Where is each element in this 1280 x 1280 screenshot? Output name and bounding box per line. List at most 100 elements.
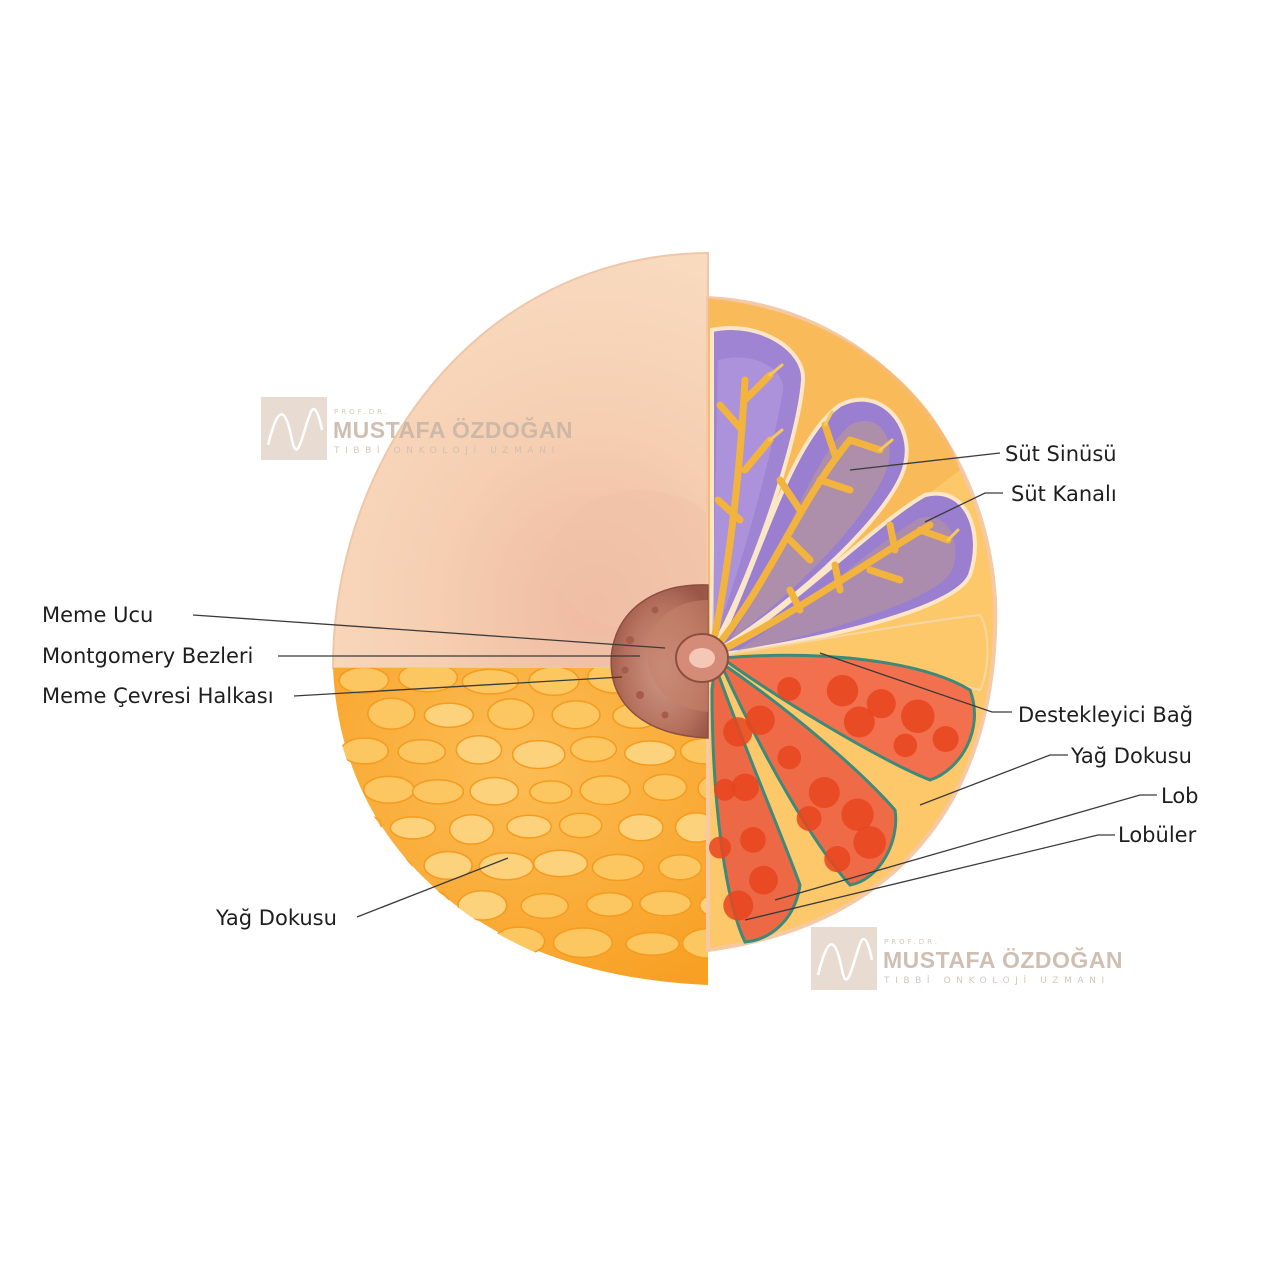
areola (610, 584, 709, 739)
lobule-cluster (777, 676, 802, 701)
lobule-cluster (740, 827, 766, 853)
lobule-cluster (808, 777, 840, 809)
fat-lobule-blob (361, 854, 413, 883)
fat-lobule-blob (617, 813, 664, 842)
lobule-cluster (713, 778, 736, 801)
lobule-cluster (826, 674, 859, 707)
fat-lobule-blob (551, 700, 601, 730)
fat-lobule-blob (363, 928, 416, 955)
fat-lobule-blob (448, 813, 495, 845)
fat-lobule-blob (639, 890, 692, 917)
fat-lobule-blob (397, 738, 447, 765)
lobule-cluster (796, 806, 822, 831)
lobule-cluster (893, 733, 918, 758)
fat-lobule-blob (520, 892, 569, 920)
leader-lobules (744, 834, 1115, 921)
fat-lobule-blob (579, 775, 631, 806)
watermark-top-subtitle: TIBBİ ONKOLOJİ UZMANI (333, 445, 560, 456)
watermark-bottom: PROF.DR. MUSTAFA ÖZDOĞAN TIBBİ ONKOLOJİ … (811, 927, 1123, 990)
watermark-bottom-prefix: PROF.DR. (884, 938, 940, 946)
fat-lobule-blob (340, 737, 390, 765)
fat-lobule-blob (423, 850, 473, 881)
leader-lines (192, 452, 1157, 921)
leader-ligament (819, 652, 1012, 713)
fat-lobule-blob (367, 697, 416, 730)
watermark-top-prefix: PROF.DR. (334, 408, 390, 416)
fat-lobule-blob (338, 668, 390, 695)
label-suspensory-ligament: Destekleyici Bağ (1018, 703, 1193, 727)
lobule-cluster (932, 725, 959, 753)
lobule-clusters (708, 674, 959, 921)
lobule-cluster (745, 705, 775, 735)
wave-logo-icon-2 (811, 927, 877, 990)
fat-lobule-blob (424, 931, 484, 956)
fat-lobule-blob (642, 773, 688, 802)
fat-lobule-blob (625, 931, 680, 956)
label-montgomery-glands: Montgomery Bezleri (42, 644, 253, 668)
fat-lobule-blob (487, 698, 535, 731)
leader-milk-duct (924, 492, 1003, 523)
watermark-top-name: MUSTAFA ÖZDOĞAN (333, 416, 573, 443)
fat-lobule-blob (511, 739, 566, 770)
fat-lobule-blob (469, 776, 520, 806)
label-milk-sinus: Süt Sinüsü (1005, 442, 1117, 466)
fat-lobule-blob (529, 780, 573, 804)
lobule-cluster (901, 699, 935, 734)
lobule-cluster (749, 865, 778, 895)
fat-lobule-blob (455, 734, 503, 765)
fat-lobule-blob (657, 854, 703, 881)
montgomery-glands (621, 606, 669, 719)
label-lobe: Lob (1161, 784, 1199, 808)
nipple (675, 633, 729, 683)
fat-lobule-blob (362, 775, 415, 804)
leader-lobe (774, 794, 1157, 901)
wave-logo-icon (261, 397, 327, 460)
fat-lobule-blob (623, 740, 677, 766)
fat-lobule-blob (532, 849, 589, 878)
lobe-purple-2 (710, 397, 909, 658)
fat-lobule-blob (493, 926, 546, 956)
lobule-cluster (853, 826, 886, 859)
leader-milk-sinus (849, 452, 1001, 471)
fat-lobule-blob (334, 892, 386, 917)
fat-lobule-blob (478, 851, 535, 881)
leader-nipple (192, 614, 666, 649)
fat-lobule-blob (506, 814, 553, 839)
lobule-cluster (723, 717, 753, 747)
fat-lobule-blob (457, 890, 508, 921)
label-areola: Meme Çevresi Halkası (42, 684, 274, 708)
lobule-cluster (708, 836, 731, 859)
label-fat-left: Yağ Dokusu (215, 906, 337, 930)
watermark-top: PROF.DR. MUSTAFA ÖZDOĞAN TIBBİ ONKOLOJİ … (261, 397, 573, 460)
label-lobules: Lobüler (1118, 823, 1197, 847)
fat-lobule-blob (461, 668, 519, 695)
watermark-bottom-subtitle: TIBBİ ONKOLOJİ UZMANI (883, 975, 1110, 986)
glandular-half (706, 295, 998, 953)
label-fat-right: Yağ Dokusu (1070, 744, 1192, 768)
fat-lobule-blob (389, 816, 437, 840)
leader-fat-left (356, 857, 509, 918)
fat-lobule-blob (423, 702, 475, 729)
fat-lobule-blob (558, 812, 603, 839)
fat-lobule-blob (569, 735, 618, 763)
label-milk-duct: Süt Kanalı (1011, 482, 1117, 506)
fat-lobule-blob (591, 853, 645, 882)
fat-lobule-blob (398, 668, 459, 693)
fat-lobule-blob (698, 891, 708, 920)
fat-lobule-blob (697, 773, 708, 804)
milk-ducts (710, 371, 952, 654)
lobule-cluster (723, 890, 754, 921)
lobule-cluster (731, 773, 760, 802)
fat-lobule-blob (681, 927, 708, 959)
fat-lobule-blob (398, 888, 450, 914)
lobule-cluster (777, 745, 802, 770)
leader-areola (293, 676, 623, 697)
lobule-cluster (843, 706, 875, 738)
fat-lobule-blob (552, 927, 613, 959)
lobule-cluster (841, 798, 874, 831)
watermark-bottom-name: MUSTAFA ÖZDOĞAN (883, 946, 1123, 973)
fat-lobule-blob (585, 892, 634, 917)
milk-ducts-fine (768, 363, 960, 542)
lobule-cluster (866, 689, 896, 719)
